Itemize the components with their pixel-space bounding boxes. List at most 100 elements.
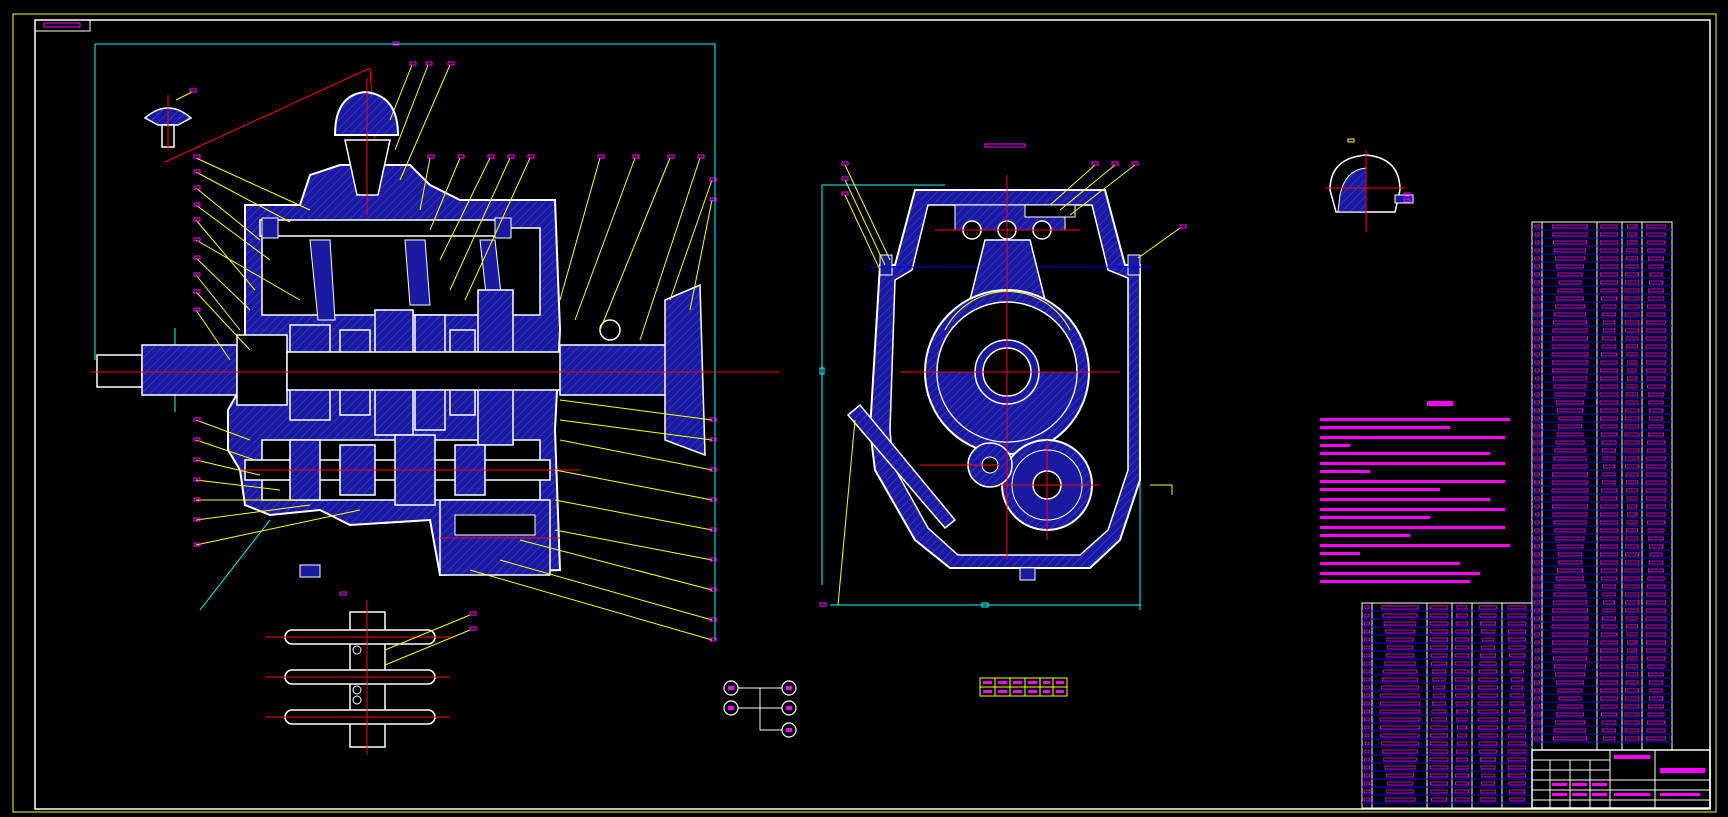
- bom-cell-text: [1429, 773, 1449, 778]
- bom-cell-text: [1599, 680, 1619, 685]
- bom-cell-text: [1429, 757, 1449, 762]
- bom-cell-text: [1510, 685, 1524, 690]
- bom-cell-text: [1551, 496, 1589, 501]
- bom-cell-text: [1534, 488, 1540, 493]
- bom-cell-text: [1645, 464, 1667, 469]
- bom-cell-text: [1556, 264, 1584, 269]
- bom-cell-text: [1507, 621, 1527, 626]
- bom-cell-text: [1646, 728, 1666, 733]
- bom-cell-text: [1648, 672, 1664, 677]
- bom-cell-text: [1625, 464, 1639, 469]
- bom-cell-text: [1533, 704, 1541, 709]
- bom-cell-text: [1432, 701, 1446, 706]
- bom-cell-text: [1646, 368, 1666, 373]
- fastener-table: [979, 677, 1068, 697]
- bom-cell-text: [1509, 661, 1525, 666]
- bom-cell-text: [1599, 392, 1619, 397]
- bom-cell-text: [1533, 280, 1541, 285]
- bom-cell-text: [1534, 384, 1540, 389]
- bom-cell-text: [1534, 344, 1540, 349]
- bom-cell-text: [1647, 664, 1665, 669]
- bom-cell-text: [1534, 400, 1540, 405]
- gear-shift-pattern: [723, 680, 797, 738]
- bom-cell-text: [1533, 312, 1541, 317]
- bom-cell-text: [1429, 613, 1449, 618]
- bom-cell-text: [1364, 725, 1370, 730]
- bom-cell-text: [1599, 384, 1619, 389]
- bom-cell-text: [1478, 685, 1498, 690]
- bom-cell-text: [1363, 685, 1371, 690]
- bom-cell-text: [1624, 288, 1640, 293]
- bom-cell-text: [1624, 456, 1640, 461]
- bom-cell-text: [1429, 621, 1449, 626]
- bom-cell-text: [1554, 528, 1586, 533]
- bom-cell-text: [1645, 632, 1667, 637]
- bom-cell-text: [1649, 416, 1663, 421]
- bom-cell-text: [1534, 240, 1540, 245]
- bom-cell-text: [1456, 725, 1467, 730]
- bom-cell-text: [1646, 376, 1666, 381]
- bom-cell-text: [1602, 456, 1616, 461]
- bom-cell-text: [1554, 584, 1586, 589]
- overall-dimensions: [94, 43, 716, 640]
- part-labels-left: [193, 154, 201, 547]
- bom-cell-text: [1387, 645, 1413, 650]
- bom-cell-text: [1478, 733, 1498, 738]
- bom-cell-text: [1384, 797, 1416, 802]
- bom-cell-text: [1509, 701, 1525, 706]
- bom-cell-text: [1599, 552, 1619, 557]
- bom-cell-text: [1624, 560, 1640, 565]
- bom-cell-text: [1534, 224, 1540, 229]
- bom-cell-text: [1432, 693, 1446, 698]
- technical-requirements-notes: [1320, 401, 1510, 583]
- bom-cell-text: [1645, 224, 1667, 229]
- bom-cell-text: [1600, 696, 1618, 701]
- bom-cell-text: [1551, 224, 1589, 229]
- bom-cell-text: [1430, 781, 1448, 786]
- bom-cell-text: [1600, 504, 1618, 509]
- bom-cell-text: [1599, 544, 1619, 549]
- bom-cell-text: [1600, 416, 1618, 421]
- bom-cell-text: [1647, 296, 1665, 301]
- bom-cell-text: [1534, 360, 1540, 365]
- bom-cell-text: [1534, 640, 1540, 645]
- bom-cell-text: [1477, 693, 1499, 698]
- bom-cell-text: [1558, 280, 1582, 285]
- bom-cell-text: [1481, 781, 1495, 786]
- bom-cell-text: [1556, 712, 1584, 717]
- leader-lines-left: [195, 157, 361, 546]
- bom-cell-text: [1624, 304, 1640, 309]
- bom-cell-text: [1534, 512, 1540, 517]
- bom-cell-text: [1508, 645, 1526, 650]
- bom-cell-text: [1602, 320, 1616, 325]
- bom-cell-text: [1552, 512, 1588, 517]
- bom-cell-text: [1626, 352, 1638, 357]
- bom-cell-text: [1533, 576, 1541, 581]
- bill-of-materials-lower: [1361, 602, 1533, 809]
- bom-cell-text: [1599, 248, 1619, 253]
- bom-cell-text: [1363, 797, 1371, 802]
- bom-cell-text: [1383, 669, 1417, 674]
- bom-cell-text: [1624, 312, 1640, 317]
- bom-cell-text: [1626, 248, 1638, 253]
- bom-cell-text: [1533, 472, 1541, 477]
- bom-cell-text: [1554, 392, 1586, 397]
- bom-cell-text: [1533, 480, 1540, 485]
- bom-cell-text: [1363, 781, 1371, 786]
- bom-cell-text: [1552, 328, 1588, 333]
- bom-cell-text: [1382, 613, 1418, 618]
- gearbox-longitudinal-section: [90, 41, 780, 642]
- bom-cell-text: [1625, 600, 1640, 605]
- bom-cell-text: [1551, 352, 1589, 357]
- bom-cell-text: [1626, 664, 1638, 669]
- bom-cell-text: [1430, 733, 1448, 738]
- bom-cell-text: [1557, 272, 1583, 277]
- bom-cell-text: [1555, 400, 1585, 405]
- bom-cell-text: [1554, 664, 1586, 669]
- bom-cell-text: [1600, 424, 1618, 429]
- gearbox-cross-section: [819, 143, 1187, 610]
- bom-cell-text: [1479, 749, 1497, 754]
- bom-cell-text: [1603, 600, 1615, 605]
- bom-cell-text: [1534, 376, 1540, 381]
- bom-cell-text: [1509, 709, 1525, 714]
